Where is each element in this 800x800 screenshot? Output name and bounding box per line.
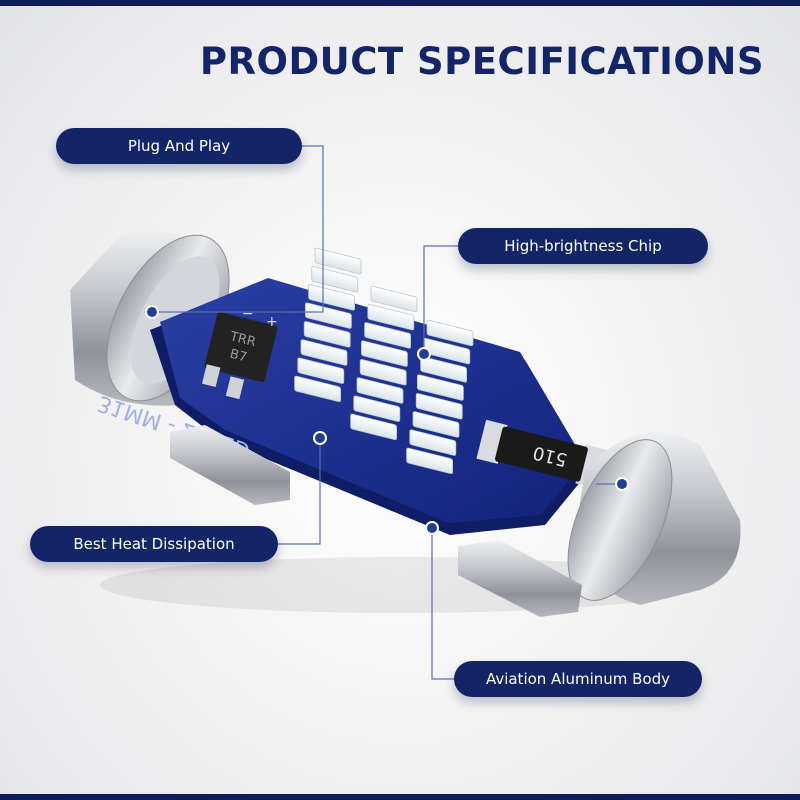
led-chip — [409, 429, 457, 456]
leader-dot-right-cap — [615, 477, 629, 491]
led-chip — [420, 356, 468, 383]
led-chip — [297, 357, 345, 384]
led-chip — [415, 393, 463, 420]
led-chip — [367, 303, 415, 331]
leader-dot-plug-and-play — [145, 305, 159, 319]
callout-plug-and-play: Plug And Play — [56, 128, 302, 164]
leader-dot-aviation-aluminum-body — [425, 521, 439, 535]
led-chip — [308, 284, 356, 311]
callout-best-heat-dissipation: Best Heat Dissipation — [30, 526, 278, 562]
led-chip — [364, 322, 412, 349]
leader-dot-high-brightness-chip — [417, 347, 431, 361]
aluminum-tabs — [170, 425, 582, 617]
leader-dot-best-heat-dissipation — [313, 431, 327, 445]
leader-aviation-aluminum-body — [431, 528, 454, 680]
right-end-cap — [567, 432, 741, 605]
leader-plug-and-play — [152, 145, 324, 313]
led-chip — [370, 285, 418, 313]
led-chip — [350, 413, 398, 441]
led-chip — [294, 375, 342, 403]
led-chip — [314, 247, 362, 275]
bottom-border — [0, 794, 800, 800]
led-chip — [426, 319, 474, 347]
callout-aviation-aluminum-body: Aviation Aluminum Body — [454, 661, 702, 697]
polarity-plus: + — [266, 314, 278, 330]
led-chip — [412, 411, 460, 438]
led-chip — [356, 377, 404, 404]
page-title: PRODUCT SPECIFICATIONS — [199, 40, 764, 83]
led-chip — [353, 395, 401, 422]
callout-leaders — [152, 145, 622, 680]
led-chip — [359, 359, 407, 386]
led-chip — [304, 302, 352, 329]
led-chip — [406, 447, 454, 475]
rectifier-marking-1: TRR — [227, 329, 257, 350]
callout-dots — [145, 305, 629, 535]
top-border — [0, 0, 800, 6]
led-chip-array — [294, 247, 474, 475]
rectifier-chip: TRR B7 − + — [201, 306, 278, 400]
led-chip — [303, 321, 351, 348]
led-chip — [416, 374, 464, 401]
rectifier-marking-2: B7 — [228, 347, 248, 366]
led-chip — [300, 339, 348, 366]
leader-best-heat-dissipation — [278, 438, 321, 545]
leader-high-brightness-chip — [423, 245, 458, 354]
led-chip — [360, 340, 408, 367]
polarity-minus: − — [242, 306, 254, 322]
callout-high-brightness-chip: High-brightness Chip — [458, 228, 708, 264]
